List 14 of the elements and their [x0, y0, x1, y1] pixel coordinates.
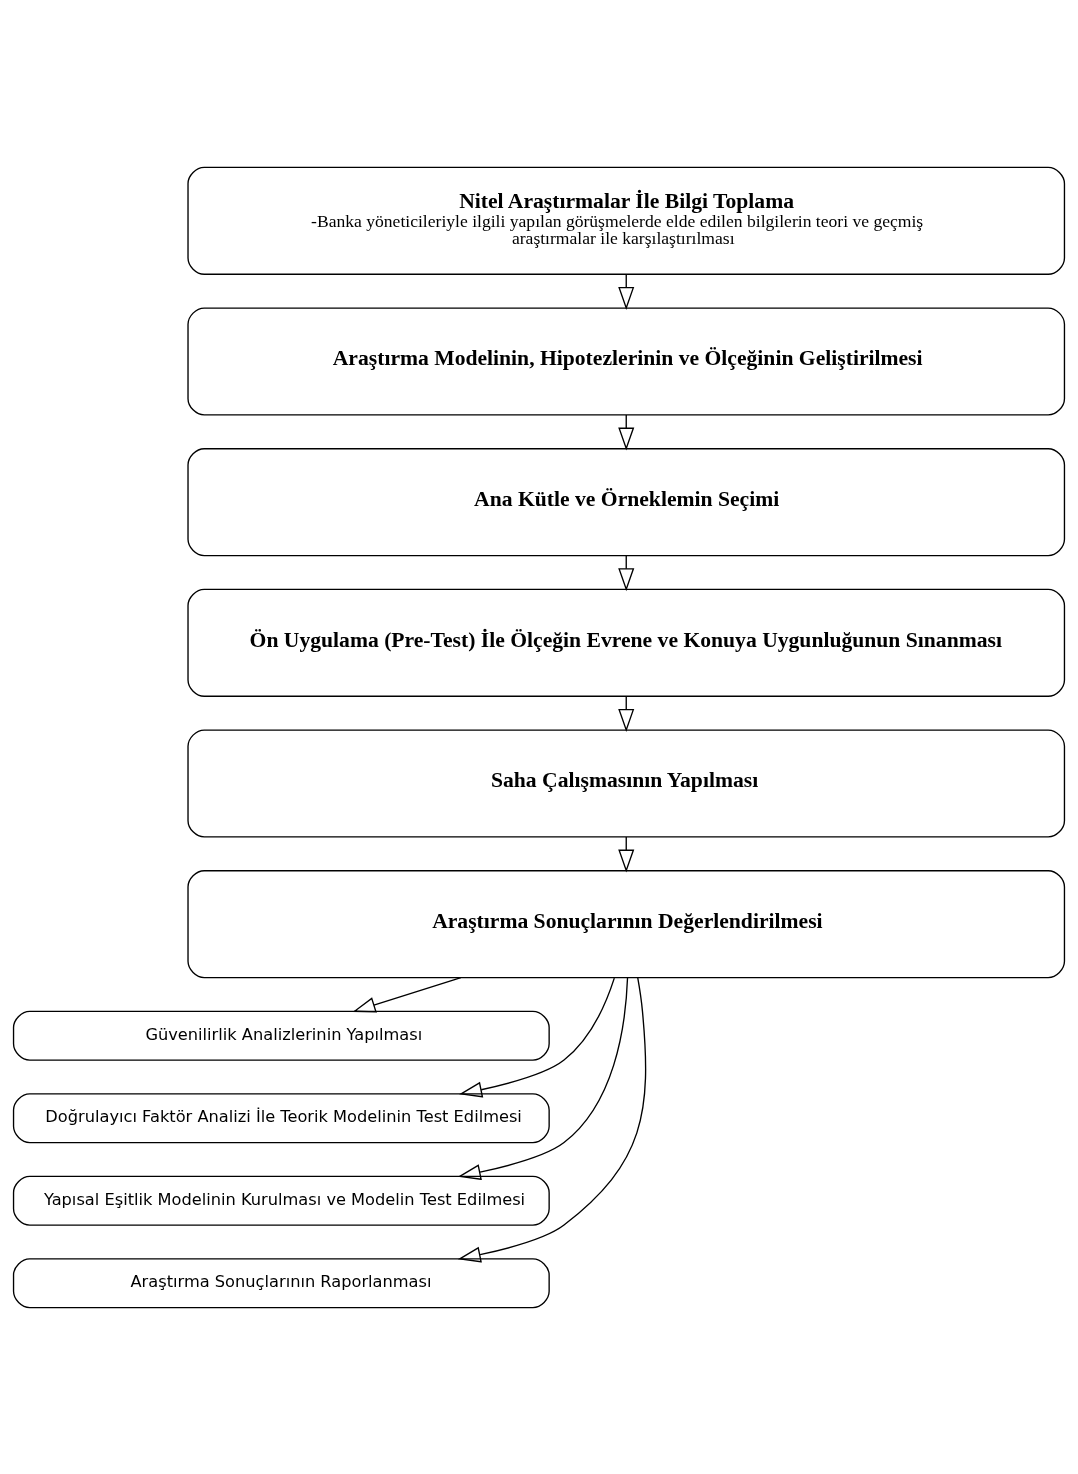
arrow	[352, 976, 462, 1013]
arrow	[457, 976, 647, 1263]
node-box: Doğrulayıcı Faktör Analizi İle Teorik Modelinin Test Edilmesi	[12, 1092, 550, 1143]
arrow	[459, 977, 615, 1098]
node-box: Saha Çalışmasının Yapılması	[187, 728, 1066, 838]
node-box: Araştırma Modelinin, Hipotezlerinin ve Ölçeğinin Geliştirilmesi	[187, 306, 1066, 416]
node-box: Araştırma Sonuçlarının Değerlendirilmesi	[187, 869, 1066, 978]
node-box: Güvenilirlik Analizlerinin Yapılması	[12, 1010, 550, 1061]
arrow	[457, 976, 629, 1180]
node-box: Araştırma Sonuçlarının Raporlanması	[12, 1257, 550, 1308]
node-box: Nitel Araştırmalar İle Bilgi Toplama -Banka yöneticileriyle ilgili yapılan görüşmelerde elde edilen bilgilerin teori ve geçmiş araştırmalar ile karşılaştırılması	[187, 166, 1066, 275]
node-box: Yapısal Eşitlik Modelinin Kurulması ve Modelin Test Edilmesi	[12, 1175, 550, 1226]
node-box: Ön Uygulama (Pre-Test) İle Ölçeğin Evrene ve Konuya Uygunluğunun Sınanması	[187, 588, 1066, 697]
node-box: Ana Kütle ve Örneklemin Seçimi	[187, 447, 1066, 556]
